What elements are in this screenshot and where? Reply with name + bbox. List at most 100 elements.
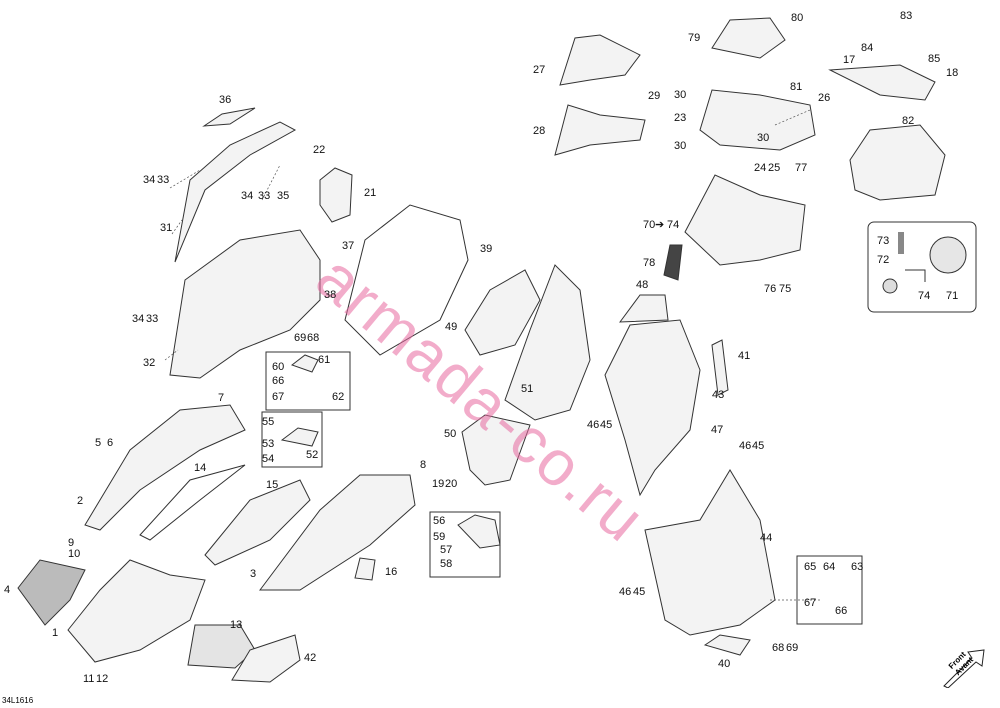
callout-26[interactable]: 26 [818,92,831,104]
callout-15[interactable]: 15 [266,479,279,491]
callout-39[interactable]: 39 [480,243,493,255]
callout-84[interactable]: 84 [861,42,874,54]
callout-30c[interactable]: 30 [674,140,687,152]
callout-7[interactable]: 7 [218,392,225,404]
callout-49[interactable]: 49 [445,321,458,333]
callout-1[interactable]: 1 [52,627,59,639]
callout-23[interactable]: 23 [674,112,687,124]
callout-85[interactable]: 85 [928,53,941,65]
callout-53[interactable]: 53 [262,438,275,450]
callout-80[interactable]: 80 [791,12,804,24]
callout-5[interactable]: 5 [95,437,102,449]
callout-28[interactable]: 28 [533,125,546,137]
callout-77[interactable]: 77 [795,162,808,174]
callout-20[interactable]: 20 [445,478,458,490]
callout-42[interactable]: 42 [304,652,317,664]
callout-18[interactable]: 18 [946,67,959,79]
callout-71[interactable]: 71 [946,290,959,302]
callout-22[interactable]: 22 [313,144,326,156]
callout-66b[interactable]: 66 [835,605,848,617]
callout-11[interactable]: 11 [83,673,95,685]
callout-33b[interactable]: 33 [258,190,271,202]
callout-31[interactable]: 31 [160,222,173,234]
callout-6[interactable]: 6 [107,437,114,449]
callout-13[interactable]: 13 [230,619,243,631]
callout-59[interactable]: 59 [433,531,446,543]
callout-37[interactable]: 37 [342,240,355,252]
callout-38[interactable]: 38 [324,289,337,301]
callout-72[interactable]: 72 [877,254,890,266]
callout-65[interactable]: 65 [804,561,817,573]
callout-54[interactable]: 54 [262,453,275,465]
callout-61[interactable]: 61 [318,354,331,366]
callout-58[interactable]: 58 [440,558,453,570]
callout-46a[interactable]: 46 [587,419,600,431]
callout-44[interactable]: 44 [760,532,773,544]
callout-8[interactable]: 8 [420,459,427,471]
callout-67b[interactable]: 67 [804,597,817,609]
callout-24[interactable]: 24 [754,162,767,174]
callout-34a[interactable]: 34 [143,174,156,186]
callout-40[interactable]: 40 [718,658,731,670]
callout-75[interactable]: 75 [779,283,792,295]
callout-55[interactable]: 55 [262,416,275,428]
callout-9[interactable]: 9 [68,537,75,549]
callout-50[interactable]: 50 [444,428,457,440]
callout-45b[interactable]: 45 [752,440,765,452]
callout-83[interactable]: 83 [900,10,913,22]
callout-74a[interactable]: 74 [667,219,680,231]
callout-48[interactable]: 48 [636,279,649,291]
callout-10[interactable]: 10 [68,548,81,560]
callout-46c[interactable]: 46 [619,586,632,598]
callout-45a[interactable]: 45 [600,419,613,431]
callout-25[interactable]: 25 [768,162,781,174]
callout-64[interactable]: 64 [823,561,836,573]
callout-34b[interactable]: 34 [241,190,254,202]
callout-17[interactable]: 17 [843,54,856,66]
callout-35[interactable]: 35 [277,190,290,202]
callout-2[interactable]: 2 [77,495,84,507]
callout-3[interactable]: 3 [250,568,257,580]
callout-33a[interactable]: 33 [157,174,170,186]
callout-19[interactable]: 19 [432,478,445,490]
callout-69b[interactable]: 69 [786,642,799,654]
callout-21[interactable]: 21 [364,187,377,199]
callout-4[interactable]: 4 [4,584,11,596]
callout-67a[interactable]: 67 [272,391,285,403]
callout-32[interactable]: 32 [143,357,156,369]
callout-81[interactable]: 81 [790,81,803,93]
callout-57[interactable]: 57 [440,544,453,556]
callout-46b[interactable]: 46 [739,440,752,452]
callout-73[interactable]: 73 [877,235,890,247]
callout-78[interactable]: 78 [643,257,656,269]
callout-52[interactable]: 52 [306,449,319,461]
callout-47[interactable]: 47 [711,424,724,436]
callout-66a[interactable]: 66 [272,375,285,387]
callout-60[interactable]: 60 [272,361,285,373]
callout-68a[interactable]: 68 [307,332,320,344]
callout-69a[interactable]: 69 [294,332,307,344]
callout-70[interactable]: 70 [643,219,656,231]
callout-12[interactable]: 12 [96,673,109,685]
callout-33c[interactable]: 33 [146,313,159,325]
callout-45c[interactable]: 45 [633,586,646,598]
callout-68b[interactable]: 68 [772,642,785,654]
callout-30a[interactable]: 30 [674,89,687,101]
callout-62[interactable]: 62 [332,391,345,403]
callout-56[interactable]: 56 [433,515,446,527]
callout-29[interactable]: 29 [648,90,661,102]
callout-74b[interactable]: 74 [918,290,931,302]
callout-51[interactable]: 51 [521,383,534,395]
callout-76[interactable]: 76 [764,283,777,295]
callout-27[interactable]: 27 [533,64,546,76]
callout-82[interactable]: 82 [902,115,915,127]
callout-30b[interactable]: 30 [757,132,770,144]
callout-63[interactable]: 63 [851,561,864,573]
callout-79[interactable]: 79 [688,32,701,44]
callout-16[interactable]: 16 [385,566,398,578]
callout-43[interactable]: 43 [712,389,725,401]
callout-41[interactable]: 41 [738,350,751,362]
callout-34c[interactable]: 34 [132,313,145,325]
callout-36[interactable]: 36 [219,94,232,106]
callout-14[interactable]: 14 [194,462,207,474]
